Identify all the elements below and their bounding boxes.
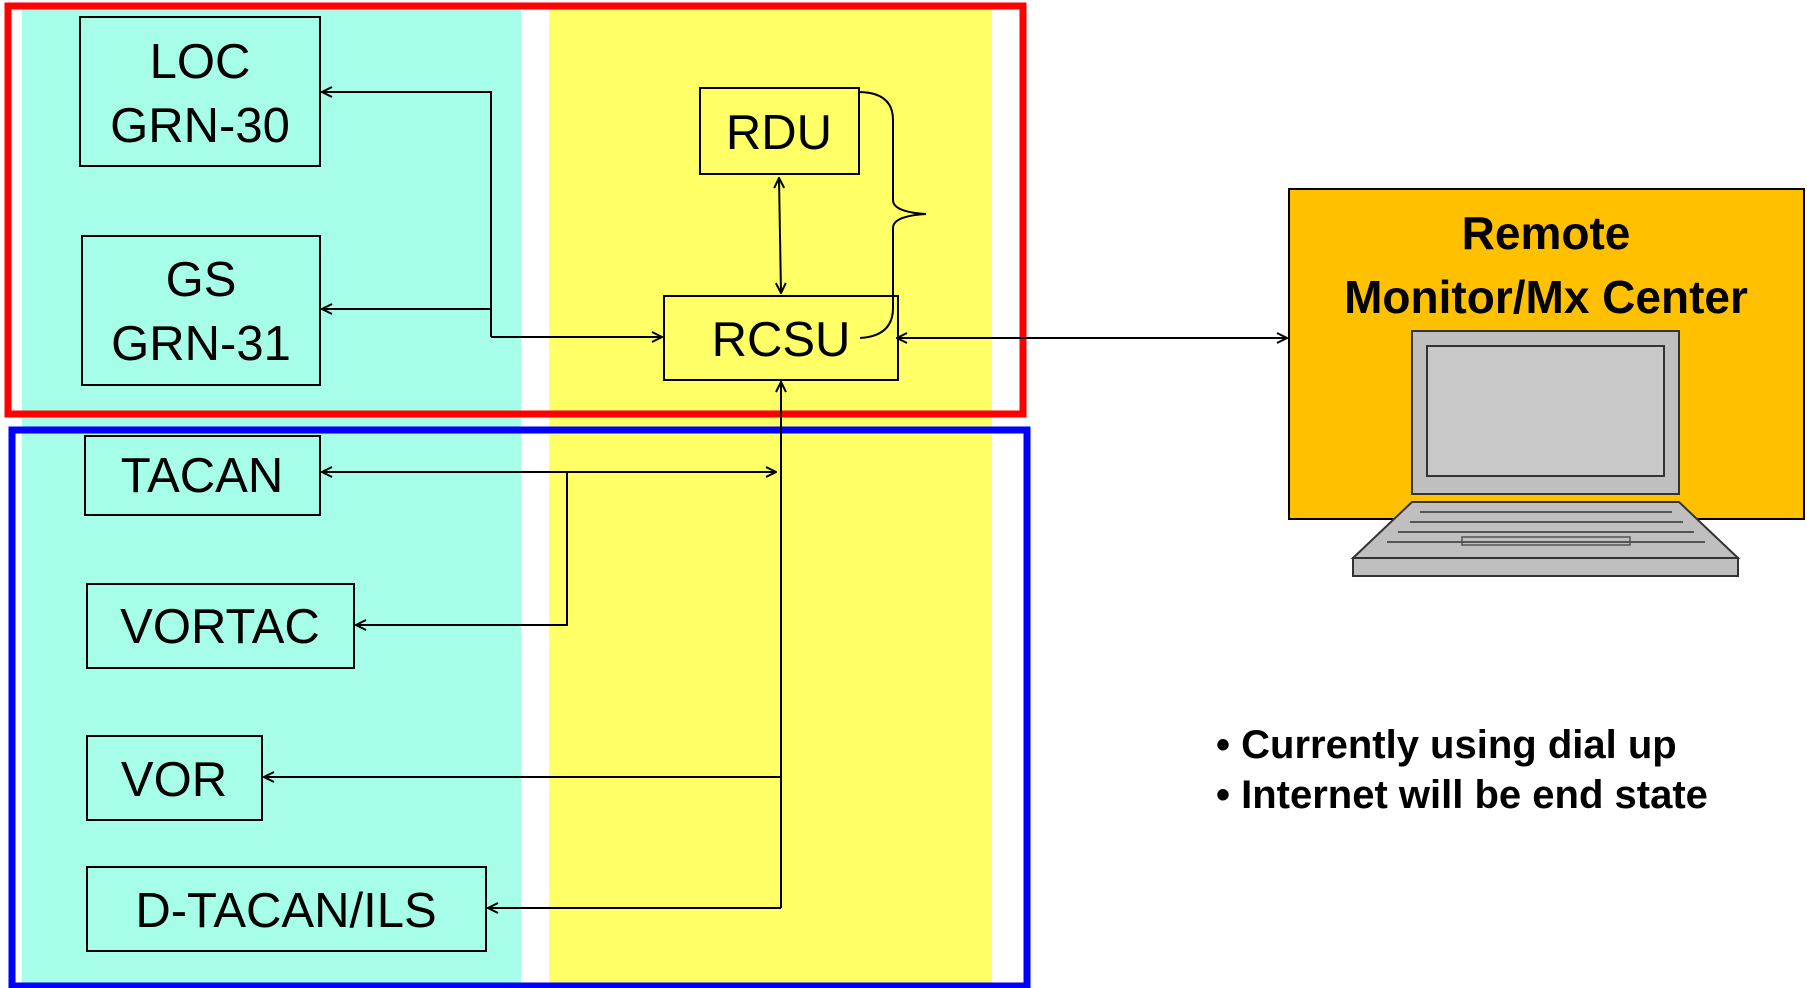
vortac-label: VORTAC [120, 600, 320, 654]
loc-label: LOC [150, 35, 251, 89]
loc-box: LOC GRN-30 [79, 16, 321, 167]
rcsu-label: RCSU [712, 313, 851, 367]
note-item: • Currently using dial up [1216, 723, 1677, 767]
gs-id: GRN-31 [111, 317, 291, 371]
remote-center-title: Remote [1462, 207, 1631, 259]
vor-label: VOR [121, 753, 227, 807]
dtacan-label: D-TACAN/ILS [135, 884, 436, 938]
connectors [264, 92, 1287, 908]
tacan-label: TACAN [121, 449, 283, 503]
vor-box: VOR [86, 735, 263, 821]
dtacan-box: D-TACAN/ILS [86, 866, 487, 952]
ils-group-frame [4, 2, 1027, 418]
navaid-group-frame [8, 426, 1031, 988]
loc-id: GRN-30 [110, 99, 290, 153]
note-item: • Internet will be end state [1216, 773, 1708, 817]
control-panel [549, 6, 992, 988]
rdu-box: RDU [699, 87, 860, 175]
rdu-label: RDU [726, 106, 832, 160]
laptop-icon [1350, 330, 1741, 577]
vortac-box: VORTAC [86, 583, 355, 669]
gs-label: GS [166, 253, 237, 307]
remote-center: Remote Monitor/Mx Center [1288, 188, 1805, 577]
notes-list: • Currently using dial up • Internet wil… [1216, 723, 1708, 817]
remote-center-subtitle: Monitor/Mx Center [1344, 271, 1748, 323]
equipment-panel [22, 6, 521, 988]
gs-box: GS GRN-31 [81, 235, 321, 386]
rcsu-box: RCSU [663, 295, 899, 381]
tacan-box: TACAN [84, 435, 321, 516]
